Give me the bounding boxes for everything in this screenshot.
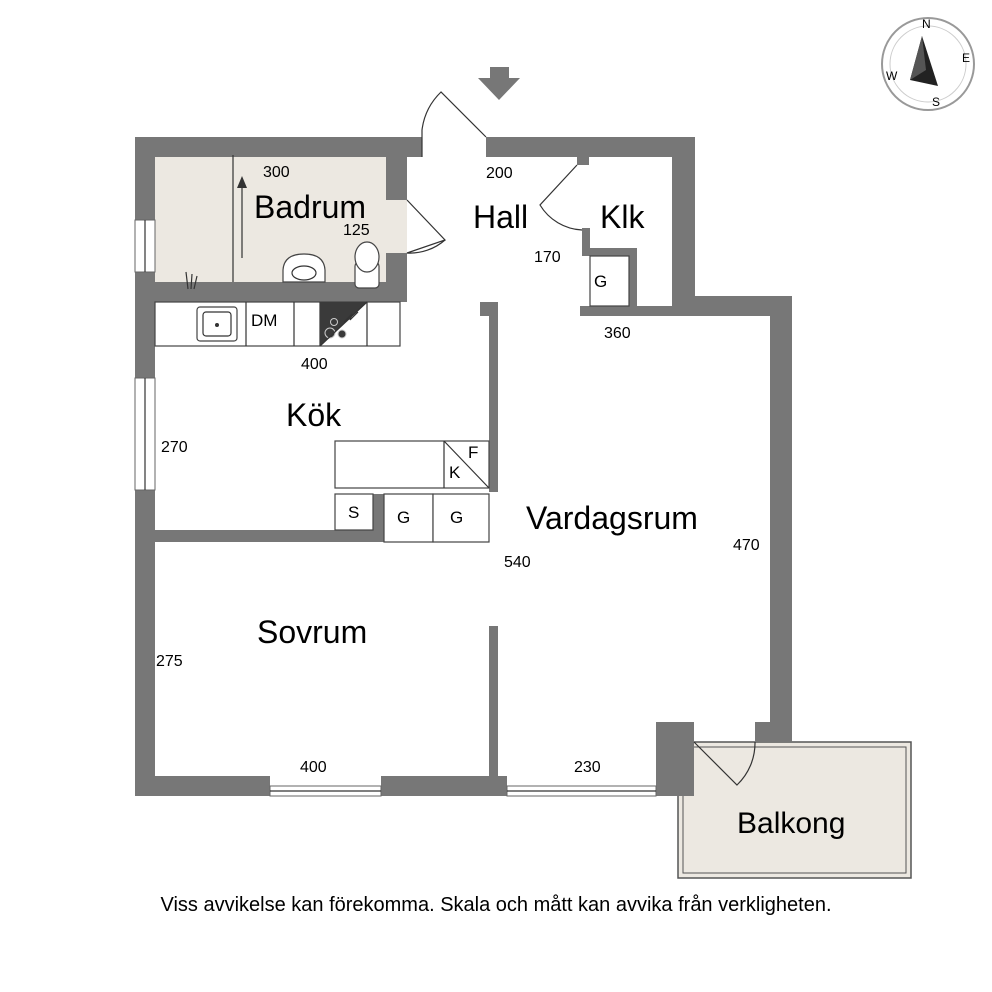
label-freezer: K (449, 463, 461, 482)
room-label-kok: Kök (286, 397, 342, 433)
room-label-hall: Hall (473, 199, 528, 235)
wardrobes (334, 255, 630, 543)
label-wardrobe-g1: G (397, 508, 410, 527)
dim-balkong-width: 230 (574, 759, 601, 776)
windows (134, 219, 657, 797)
label-dishwasher: DM (251, 311, 277, 330)
dim-kok-width: 400 (301, 356, 328, 373)
room-label-klk: Klk (600, 199, 645, 235)
svg-text:N: N (922, 17, 931, 31)
kitchen-island (334, 440, 490, 489)
room-label-balkong: Balkong (737, 807, 845, 840)
sink-icon (282, 253, 326, 283)
room-label-sovrum: Sovrum (257, 614, 367, 650)
dim-sovrum-width: 400 (300, 759, 327, 776)
dim-vardag-depth: 470 (733, 537, 760, 554)
doors (406, 91, 756, 786)
walls (135, 137, 792, 796)
disclaimer-text: Viss avvikelse kan förekomma. Skala och … (160, 894, 832, 916)
label-fridge: F (468, 443, 478, 462)
dim-badrum-width: 300 (263, 164, 290, 181)
entrance-arrow-icon (478, 67, 520, 100)
dim-kok-depth: 270 (161, 439, 188, 456)
svg-text:W: W (886, 69, 898, 83)
bathroom-fixtures (185, 155, 380, 290)
label-wardrobe-g2: G (450, 508, 463, 527)
room-label-vardagsrum: Vardagsrum (526, 500, 698, 536)
label-wardrobe-s: S (348, 503, 359, 522)
balkong-inner-line (682, 746, 907, 874)
dim-vardag-width: 540 (504, 554, 531, 571)
room-label-badrum: Badrum (254, 189, 366, 225)
dim-hall-depth: 170 (534, 249, 561, 266)
dim-badrum-depth: 125 (343, 222, 370, 239)
dim-hall-width: 200 (486, 165, 513, 182)
compass-icon: N E S W (881, 17, 975, 111)
kitchen-counter (154, 301, 401, 347)
svg-text:E: E (962, 51, 970, 65)
dim-sovrum-depth: 275 (156, 653, 183, 670)
svg-text:S: S (932, 95, 940, 109)
dim-klk-width: 360 (604, 325, 631, 342)
label-wardrobe-g3: G (594, 272, 607, 291)
